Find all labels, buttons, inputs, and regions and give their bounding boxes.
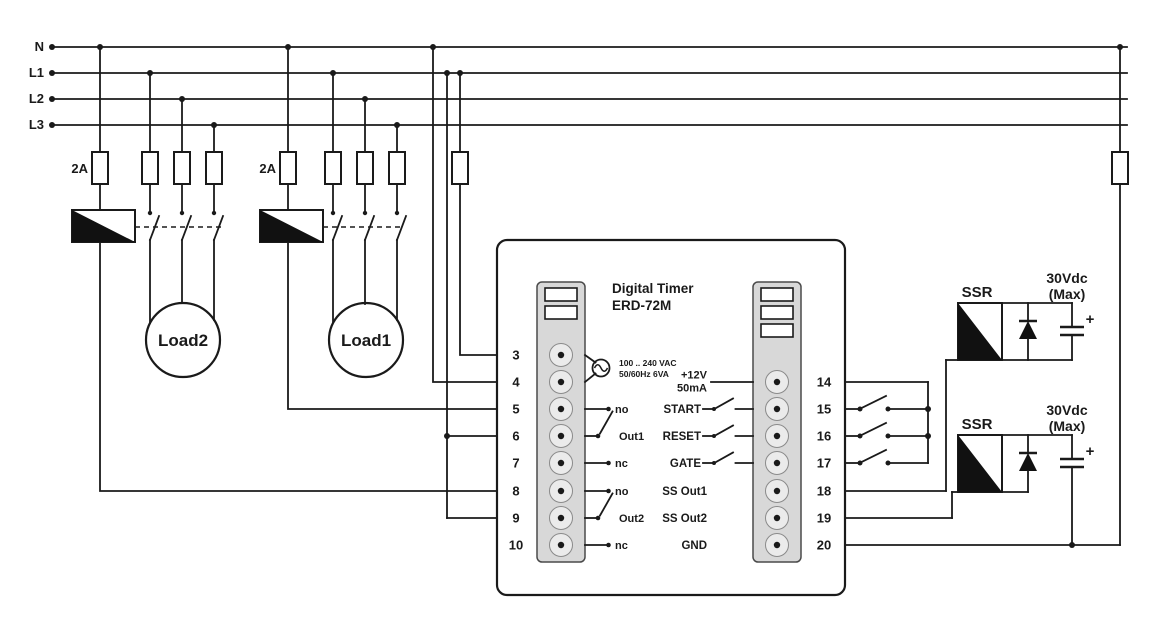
terminal-number: 8 (512, 484, 519, 499)
device-title-line1: Digital Timer (612, 281, 694, 296)
relay2-common-label: Out2 (619, 513, 644, 525)
terminal-number: 5 (512, 402, 519, 417)
terminal-number: 17 (817, 456, 831, 471)
fuse-symbol (279, 151, 297, 185)
relay-out2-symbol: no Out2 nc (584, 486, 644, 552)
fuse-symbol (324, 151, 342, 185)
terminal-number: 4 (512, 375, 520, 390)
load1-symbol (327, 301, 405, 379)
fuse-symbol (451, 151, 469, 185)
polarity-plus-sign: + (1086, 311, 1095, 328)
supply-rating-line2: 50/60Hz 6VA (619, 369, 669, 379)
gnd-label: GND (681, 540, 707, 552)
ssr2-label: SSR (962, 416, 993, 433)
power-rails: N L1 L2 L3 (29, 39, 1128, 132)
relay-out1-symbol: no Out1 nc (584, 404, 644, 470)
fuses (91, 151, 1129, 185)
fuse-symbol (388, 151, 406, 185)
relay2-nc-label: nc (615, 540, 628, 552)
left-terminal-numbers: 3 4 5 6 7 8 9 10 (509, 348, 523, 553)
capacitor-1: + (1060, 302, 1095, 361)
ac-supply-symbol: 100 .. 240 VAC 50/60Hz 6VA (583, 353, 677, 384)
flyback-diode-1 (1019, 302, 1037, 361)
supply-rating-line1: 100 .. 240 VAC (619, 358, 677, 368)
ss-out1-label: SS Out1 (662, 486, 707, 498)
ssr1-voltage-label: 30Vdc (1046, 270, 1087, 286)
terminal-number: 6 (512, 429, 519, 444)
power-line-label-l3: L3 (29, 117, 44, 132)
start-label: START (664, 404, 701, 416)
terminal-number: 14 (817, 375, 832, 390)
fuse-rating-label: 2A (71, 161, 88, 176)
terminal-number: 20 (817, 538, 831, 553)
right-terminal-strip (752, 281, 802, 563)
ssr-unit-2: SSR 30Vdc (Max) + (951, 402, 1095, 546)
relay2-no-label: no (615, 486, 629, 498)
power-line-label-n: N (35, 39, 44, 54)
ss-out2-label: SS Out2 (662, 513, 707, 525)
relay1-common-label: Out1 (619, 431, 644, 443)
terminal-number: 16 (817, 429, 831, 444)
terminal-number: 10 (509, 538, 523, 553)
right-external-wiring (844, 46, 1121, 548)
contactor-group-load2: 2A Load2 (71, 46, 498, 492)
left-terminal-strip (536, 281, 586, 563)
fuse-symbol (205, 151, 223, 185)
timer-device: 3 4 5 6 7 8 9 10 14 15 16 17 (495, 238, 847, 597)
relay1-no-label: no (615, 404, 629, 416)
terminal-number: 3 (512, 348, 519, 363)
load2-label: Load2 (158, 331, 208, 350)
supply-current-label: 50mA (677, 383, 707, 395)
signal-labels: +12V 50mA START RESET GATE SS Out1 SS Ou… (662, 370, 754, 552)
fuse-symbol (356, 151, 374, 185)
device-title-line2: ERD-72M (612, 298, 671, 313)
load2-symbol (144, 301, 222, 379)
right-terminal-numbers: 14 15 16 17 18 19 20 (817, 375, 832, 553)
fuse-rating-label: 2A (259, 161, 276, 176)
relay1-nc-label: nc (615, 458, 628, 470)
power-line-label-l1: L1 (29, 65, 44, 80)
terminal-number: 9 (512, 511, 519, 526)
plus12v-label: +12V (681, 370, 708, 382)
device-supply-wiring (432, 46, 498, 519)
fuse-symbol (141, 151, 159, 185)
load1-label: Load1 (341, 331, 391, 350)
ssr2-voltage-max-label: (Max) (1049, 418, 1086, 434)
fuse-symbol (1111, 151, 1129, 185)
polarity-plus-sign: + (1086, 443, 1095, 460)
terminal-number: 18 (817, 484, 831, 499)
sine-wave-icon (593, 364, 609, 372)
terminal-number: 7 (512, 456, 519, 471)
reset-label: RESET (663, 431, 701, 443)
terminal-number: 19 (817, 511, 831, 526)
gate-label: GATE (670, 458, 701, 470)
contactor-group-load1: 2A Load1 (259, 46, 498, 410)
ssr1-voltage-max-label: (Max) (1049, 286, 1086, 302)
power-line-label-l2: L2 (29, 91, 44, 106)
ssr-unit-1: SSR 30Vdc (Max) + (945, 270, 1095, 361)
fuse-symbol (173, 151, 191, 185)
fuse-symbol (91, 151, 109, 185)
ssr2-voltage-label: 30Vdc (1046, 402, 1087, 418)
terminal-number: 15 (817, 402, 831, 417)
flyback-diode-2 (1019, 434, 1037, 493)
ssr1-label: SSR (962, 284, 993, 301)
capacitor-2: + (1060, 434, 1095, 546)
